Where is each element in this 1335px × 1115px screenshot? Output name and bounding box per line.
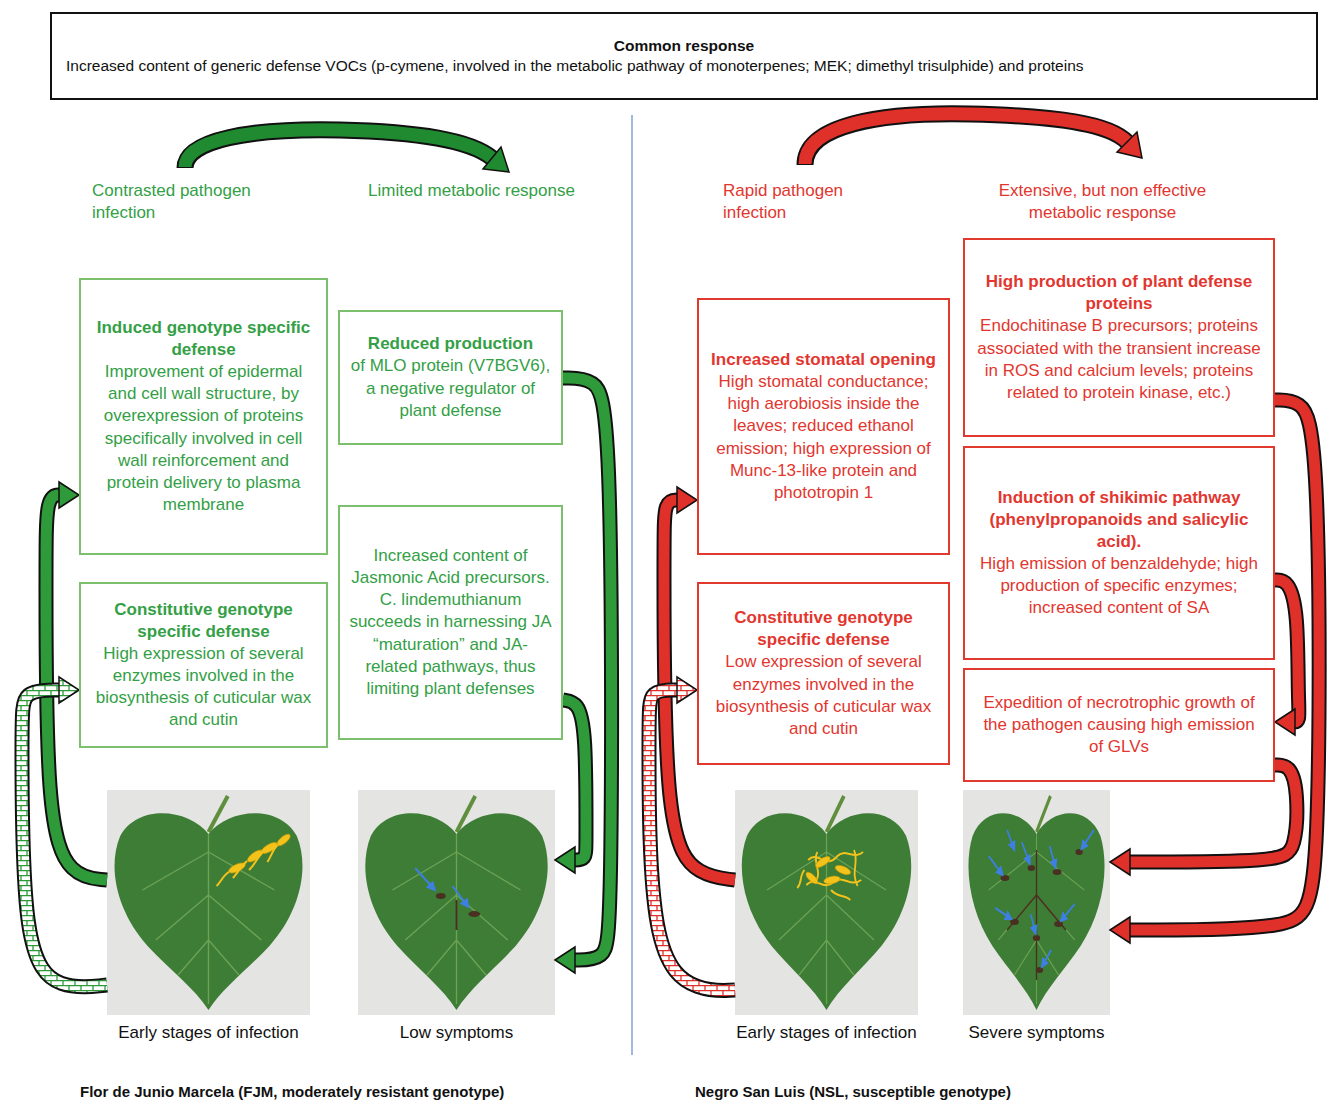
phase-label: Rapid pathogen infection — [723, 180, 908, 224]
arrow-head — [555, 847, 575, 873]
box-heading: Constitutive genotype specific defense — [90, 599, 317, 643]
photo-caption: Low symptoms — [358, 1022, 555, 1043]
box-text: of MLO protein (V7BGV6), a negative regu… — [349, 355, 552, 421]
process-box: Induction of shikimic pathway (phenylpro… — [963, 446, 1275, 660]
box-heading: Reduced production — [349, 333, 552, 355]
process-box: Increased stomatal openingHigh stomatal … — [697, 298, 950, 555]
curved-arrow — [805, 114, 1142, 165]
process-box: Induced genotype specific defenseImprove… — [79, 278, 328, 555]
arrow-head — [1110, 849, 1130, 875]
arrow-head — [677, 487, 697, 513]
photo-caption: Early stages of infection — [735, 1022, 918, 1043]
connector-arrow — [555, 378, 612, 973]
phase-label: Limited metabolic response — [368, 180, 608, 202]
process-box: Increased content of Jasmonic Acid precu… — [338, 505, 563, 740]
arrow-head — [1110, 917, 1130, 943]
box-heading: Induction of shikimic pathway (phenylpro… — [974, 487, 1264, 553]
box-heading: Induced genotype specific defense — [90, 317, 317, 361]
curved-arrow — [185, 130, 509, 172]
arrow-head — [555, 947, 575, 973]
arrow-head — [1275, 709, 1295, 735]
box-text: High emission of benzaldehyde; high prod… — [974, 553, 1264, 619]
arrow-head — [59, 677, 79, 703]
phase-label: Contrasted pathogen infection — [92, 180, 292, 224]
process-box: Expedition of necrotrophic growth of the… — [963, 668, 1275, 782]
box-heading: Common response — [66, 36, 1302, 56]
arrow-head — [677, 677, 697, 703]
process-box: Constitutive genotype specific defenseLo… — [697, 582, 950, 765]
leaf-photo: Early stages of infection — [735, 790, 918, 1043]
leaf-illustration — [107, 790, 310, 1015]
genotype-label: Negro San Luis (NSL, susceptible genotyp… — [695, 1082, 1315, 1102]
connector-arrow — [1275, 580, 1299, 735]
box-heading: High production of plant defense protein… — [974, 271, 1264, 315]
box-text: Endochitinase B precursors; proteins ass… — [974, 315, 1264, 403]
box-text: Increased content of Jasmonic Acid precu… — [349, 545, 552, 700]
box-text: High expression of several enzymes invol… — [90, 643, 317, 731]
box-text: High stomatal conductance; high aerobios… — [708, 371, 939, 504]
leaf-illustration — [358, 790, 555, 1015]
leaf-illustration — [963, 790, 1110, 1015]
leaf-photo: Early stages of infection — [107, 790, 310, 1043]
arrow-shaft-outline — [563, 700, 586, 860]
genotype-label: Flor de Junio Marcela (FJM, moderately r… — [80, 1082, 620, 1102]
arrow-shaft — [1275, 580, 1299, 722]
divider-line — [631, 115, 633, 1055]
box-text: Improvement of epidermal and cell wall s… — [90, 361, 317, 516]
arrow-shaft-outline — [563, 378, 612, 960]
box-text: Increased content of generic defense VOC… — [66, 56, 1302, 76]
leaf-photo: Low symptoms — [358, 790, 555, 1043]
process-box: High production of plant defense protein… — [963, 238, 1275, 437]
box-text: Expedition of necrotrophic growth of the… — [974, 692, 1264, 758]
leaf-illustration — [735, 790, 918, 1015]
arrow-shaft — [563, 378, 612, 960]
arrow-head — [59, 482, 79, 508]
photo-caption: Early stages of infection — [107, 1022, 310, 1043]
process-box: Constitutive genotype specific defenseHi… — [79, 582, 328, 748]
photo-caption: Severe symptoms — [963, 1022, 1110, 1043]
process-box: Reduced productionof MLO protein (V7BGV6… — [338, 310, 563, 445]
arrow-shaft-outline — [1275, 580, 1299, 722]
phase-label: Extensive, but non effective metabolic r… — [965, 180, 1240, 224]
box-heading: Constitutive genotype specific defense — [708, 607, 939, 651]
box-text: Low expression of several enzymes involv… — [708, 651, 939, 739]
arrow-shaft — [563, 700, 586, 860]
leaf-photo: Severe symptoms — [963, 790, 1110, 1043]
summary-box: Common responseIncreased content of gene… — [50, 12, 1318, 100]
box-heading: Increased stomatal opening — [708, 349, 939, 371]
